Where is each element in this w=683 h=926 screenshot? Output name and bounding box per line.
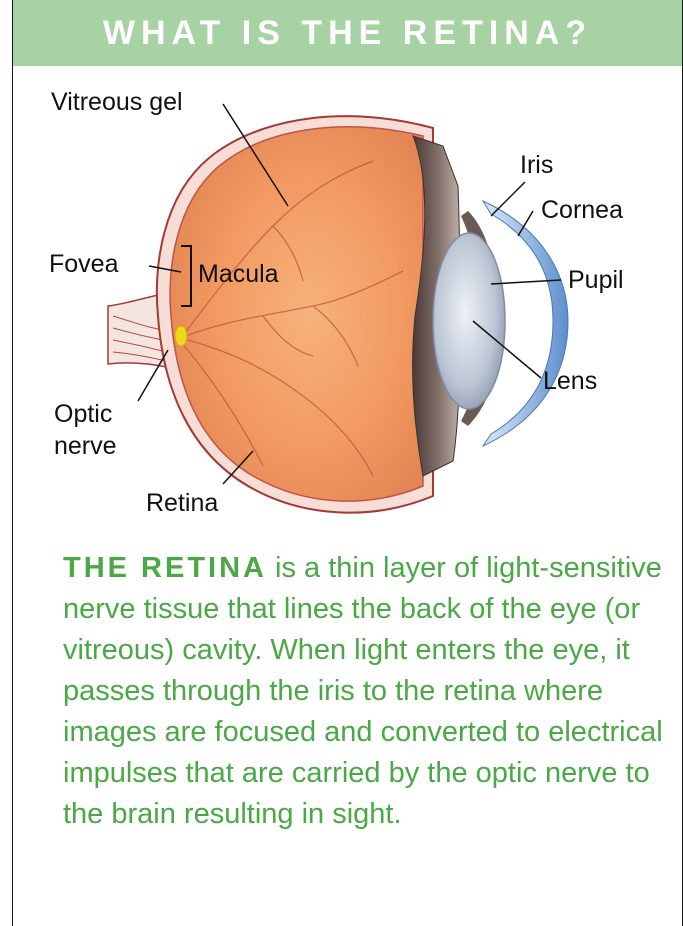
label-optic-nerve-line1: Optic	[54, 400, 112, 428]
page-title: WHAT IS THE RETINA?	[103, 14, 592, 53]
macula-spot	[175, 326, 187, 346]
label-retina: Retina	[146, 489, 218, 517]
lens	[433, 233, 505, 409]
label-optic-nerve-line2: nerve	[54, 432, 117, 460]
label-lens: Lens	[543, 367, 597, 395]
label-vitreous-gel: Vitreous gel	[51, 88, 183, 116]
retina-info-card: WHAT IS THE RETINA?	[12, 0, 683, 926]
retina-description: THE RETINA is a thin layer of light-sens…	[63, 548, 673, 835]
label-pupil: Pupil	[568, 266, 624, 294]
label-cornea: Cornea	[541, 196, 623, 224]
description-lead: THE RETINA	[63, 552, 267, 584]
title-banner: WHAT IS THE RETINA?	[13, 0, 682, 66]
description-body: is a thin layer of light-sensitive nerve…	[63, 552, 663, 830]
label-fovea: Fovea	[49, 250, 119, 278]
label-macula: Macula	[198, 260, 279, 288]
eye-anatomy-diagram: Vitreous gel Iris Cornea Fovea Macula Pu…	[13, 66, 682, 536]
label-iris: Iris	[520, 151, 553, 179]
